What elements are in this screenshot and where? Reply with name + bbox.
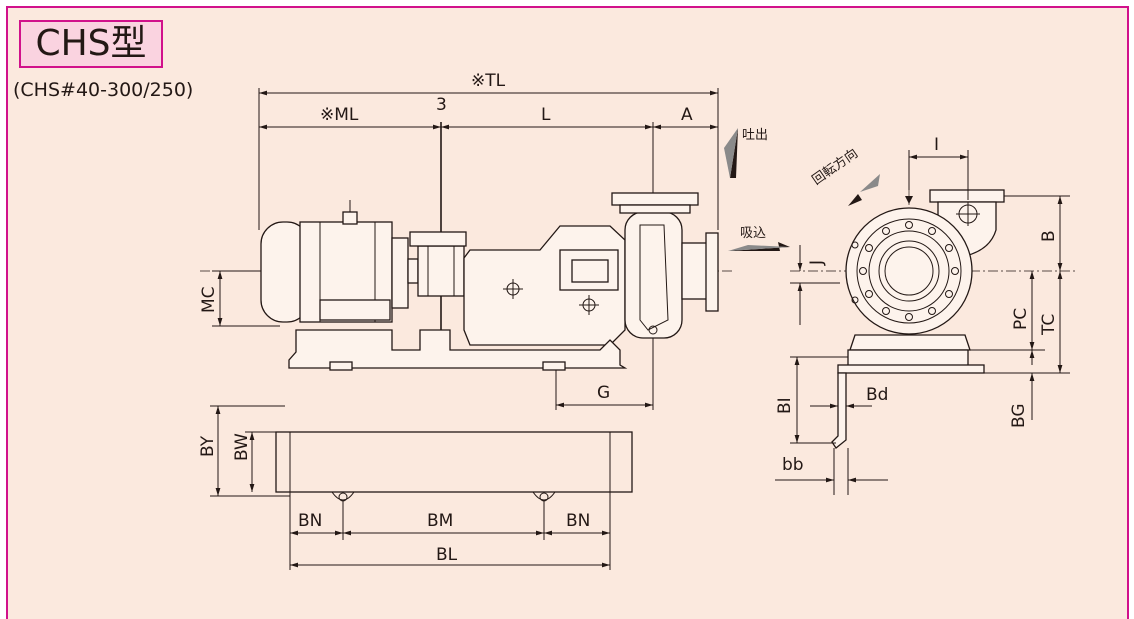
- dim-ml: ※ML: [320, 105, 359, 125]
- dim-bb: bb: [782, 455, 804, 475]
- dim-bn-left: BN: [298, 511, 322, 531]
- discharge-label: 吐出: [742, 128, 768, 143]
- dim-mc: MC: [199, 286, 219, 313]
- base-plan: [210, 405, 633, 570]
- dim-bi: BI: [775, 397, 795, 414]
- dim-tl: ※TL: [471, 71, 506, 91]
- title-box: CHS型: [19, 20, 163, 68]
- dim-bw: BW: [232, 433, 252, 461]
- dim-a: A: [681, 105, 693, 125]
- dim-3: 3: [436, 95, 447, 115]
- dim-i: I: [934, 135, 939, 155]
- discharge-arrow: [724, 128, 738, 178]
- dim-bn-right: BN: [566, 511, 590, 531]
- front-view: [775, 150, 1075, 495]
- dim-bm: BM: [427, 511, 453, 531]
- suction-arrow: [728, 242, 790, 251]
- page-title: CHS型: [35, 23, 147, 64]
- dim-b: B: [1039, 230, 1059, 242]
- dim-pc: PC: [1011, 308, 1031, 330]
- dim-by: BY: [198, 435, 218, 457]
- dim-g: G: [597, 383, 610, 403]
- dim-bd: Bd: [866, 385, 888, 405]
- dim-tc: TC: [1039, 314, 1059, 336]
- suction-label: 吸込: [740, 226, 766, 241]
- dim-bg: BG: [1009, 403, 1029, 428]
- side-view: [200, 88, 735, 410]
- dim-j: J: [807, 260, 827, 266]
- dim-l: L: [541, 105, 551, 125]
- model-label: (CHS#40-300/250): [13, 79, 194, 101]
- dim-bl: BL: [436, 545, 458, 565]
- rotation-label: 回転方向: [809, 145, 861, 188]
